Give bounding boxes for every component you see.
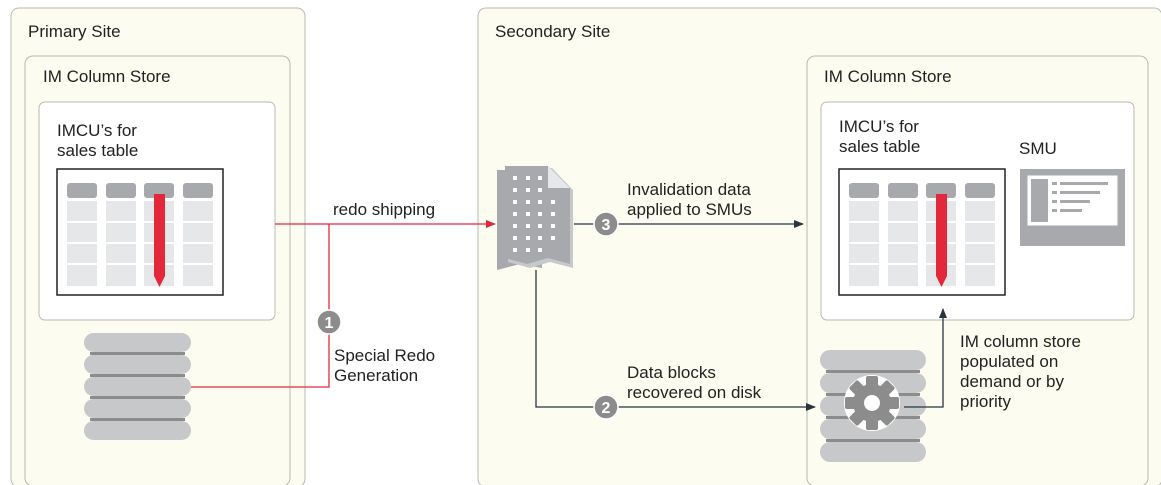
primary-imcu-table-icon [56,168,224,296]
step-badge-1: 1 [316,309,342,335]
invalidation-label: Invalidation data applied to SMUs [627,180,752,219]
primary-database-icon [84,333,191,440]
redo-log-document-icon [497,166,573,270]
step-badge-3-number: 3 [602,217,611,234]
smu-label: SMU [1019,139,1057,158]
step-badge-2-number: 2 [602,400,611,417]
secondary-imcu-title: IMCU’s for sales table [839,117,921,156]
primary-column-store-title: IM Column Store [43,67,171,86]
step-badge-3: 3 [593,211,619,237]
secondary-site-title: Secondary Site [495,22,611,41]
primary-site-title: Primary Site [28,22,121,41]
populate-arrow [904,308,947,408]
step-badge-2: 2 [593,394,619,420]
redo-shipping-label: redo shipping [333,200,436,219]
primary-imcu-title: IMCU’s for sales table [57,121,139,160]
populated-label: IM column store populated on demand or b… [960,332,1081,411]
special-redo-label: Special Redo Generation [334,346,436,385]
data-blocks-arrow [535,270,816,411]
smu-icon [1020,169,1125,246]
data-blocks-label: Data blocks recovered on disk [627,363,762,402]
step-badge-1-number: 1 [325,315,334,332]
redo-shipping-arrow [191,220,496,388]
gear-icon [844,375,900,431]
secondary-imcu-table-icon [838,168,1006,296]
secondary-column-store-title: IM Column Store [824,67,952,86]
